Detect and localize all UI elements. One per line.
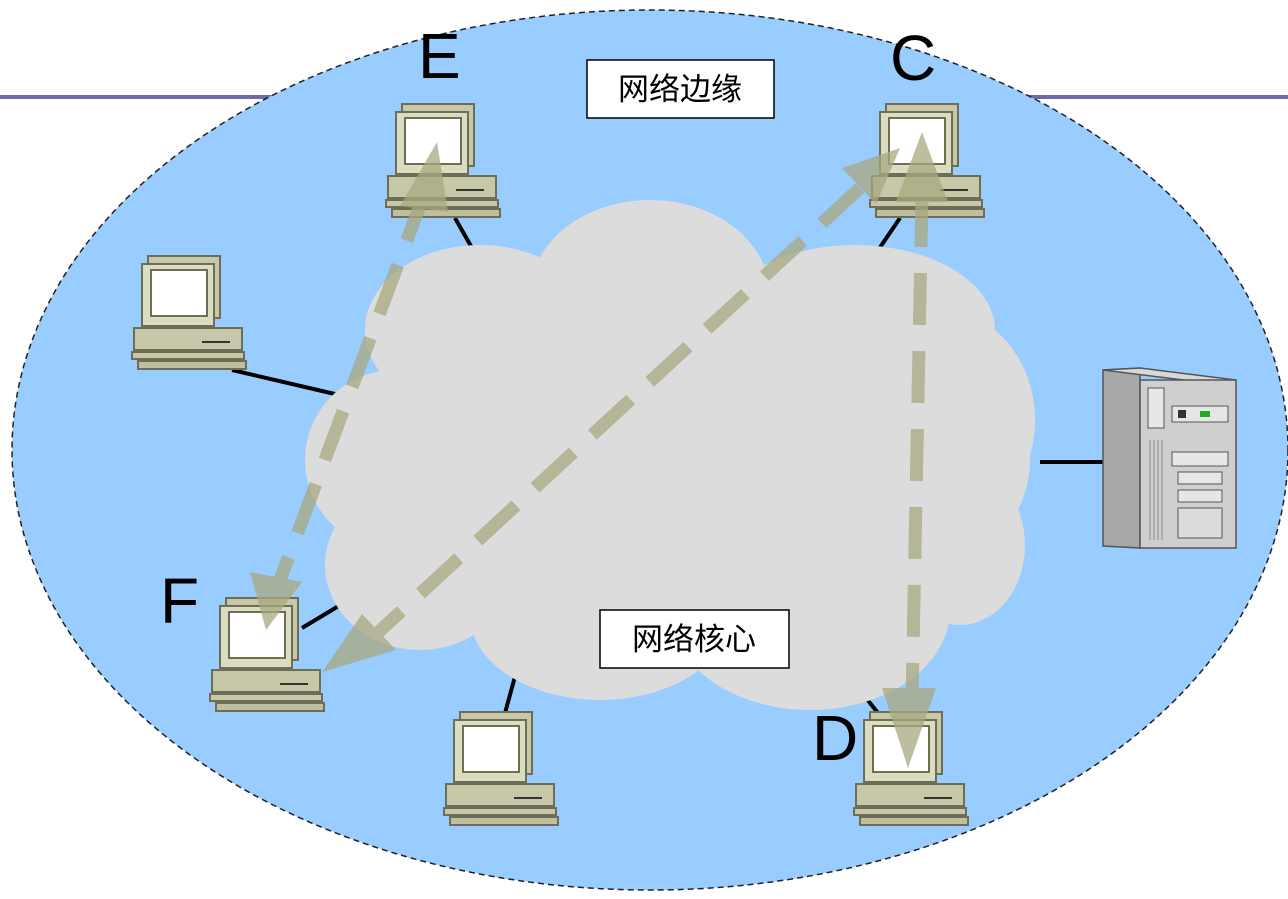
link-left: [231, 368, 353, 400]
arrowhead-c: [842, 148, 900, 204]
node-label-e: E: [418, 20, 461, 92]
core-label: 网络核心: [632, 622, 756, 658]
cloud-icon: [305, 200, 1035, 710]
edge-label: 网络边缘: [618, 72, 742, 108]
server-tower-icon: [1102, 367, 1237, 549]
core-label-box: 网络核心: [599, 609, 790, 669]
arrowhead-d: [882, 688, 936, 768]
node-label-c: C: [890, 22, 936, 94]
arrowhead-f: [250, 572, 302, 630]
path-arrows: [250, 132, 948, 768]
arrowhead-f2: [322, 614, 396, 672]
arrowhead-c2: [896, 132, 948, 202]
path-c-d: [905, 194, 929, 701]
path-e-f: [273, 189, 432, 583]
node-label-d: D: [812, 702, 858, 774]
arrowhead-e: [400, 142, 448, 212]
node-label-f: F: [160, 565, 199, 637]
edge-label-box: 网络边缘: [586, 59, 775, 119]
path-c-f: [365, 183, 865, 645]
